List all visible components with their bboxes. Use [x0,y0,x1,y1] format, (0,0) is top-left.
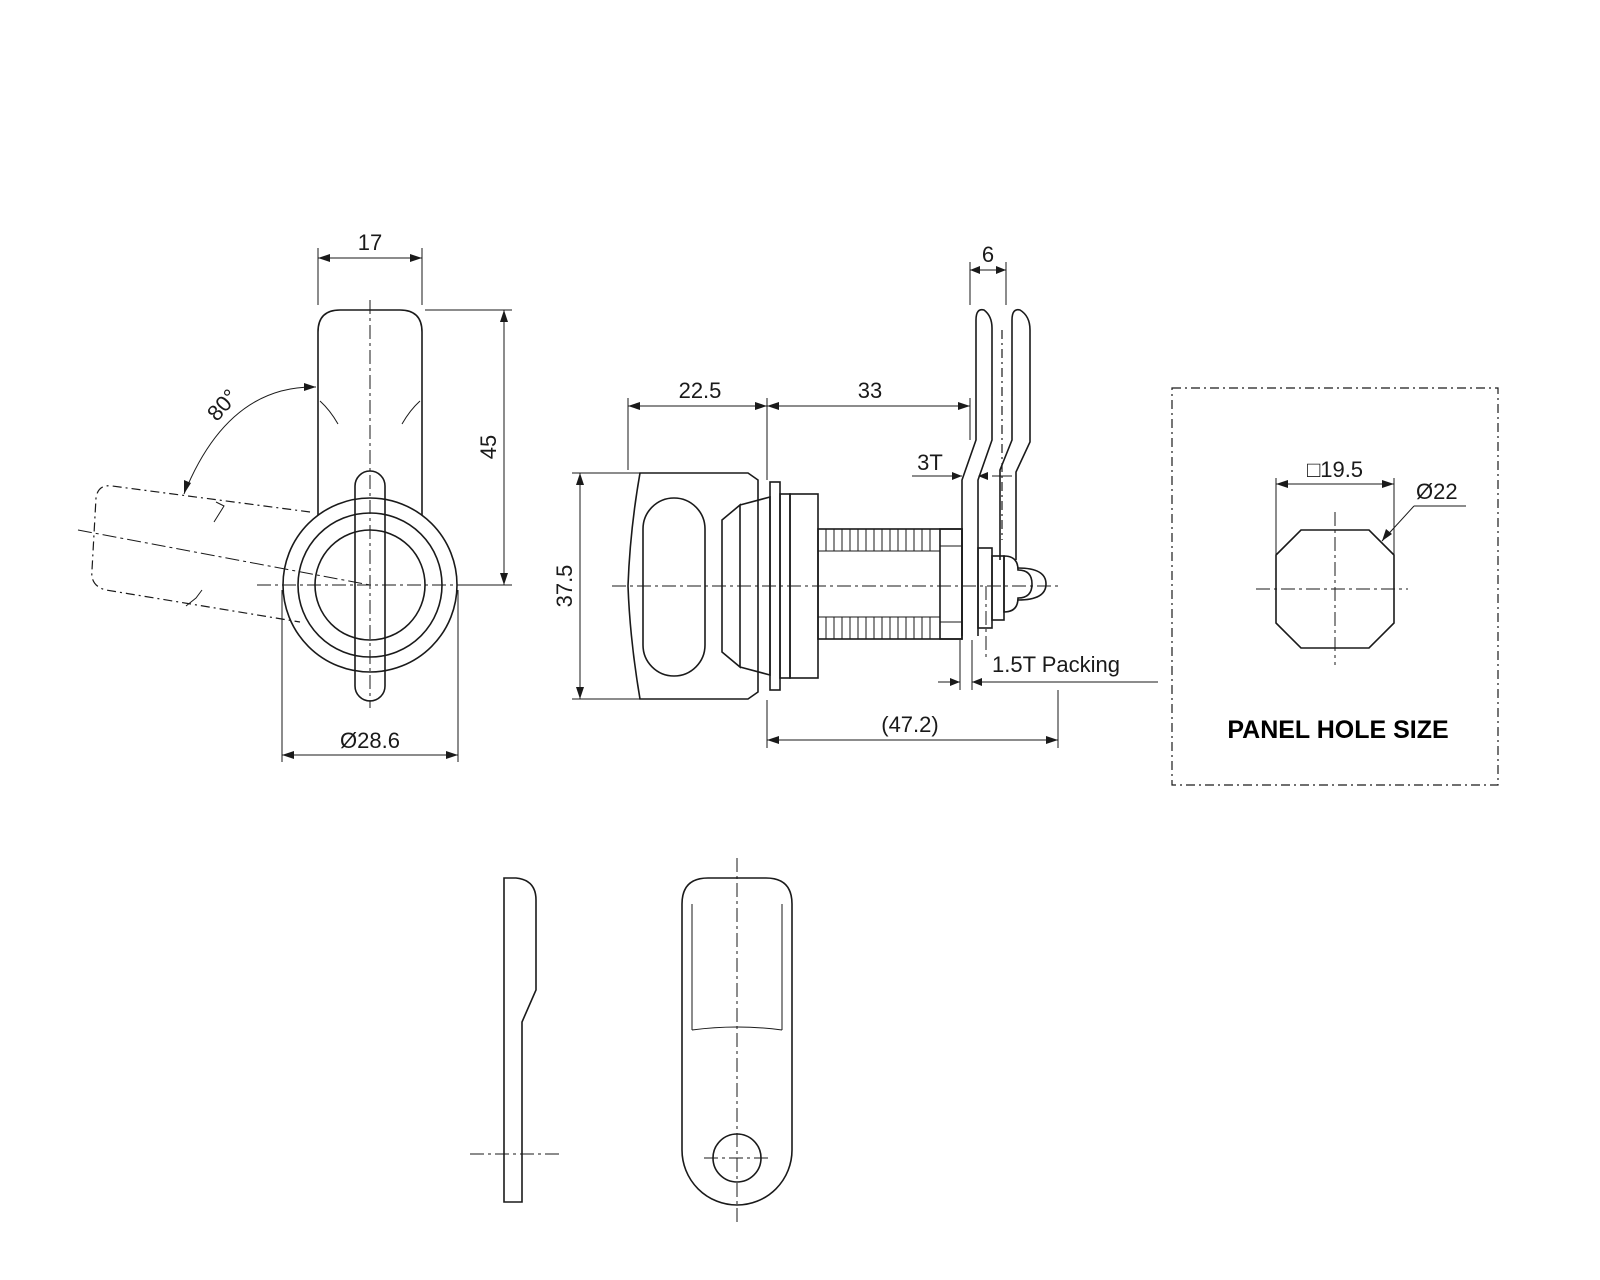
dim-square-19-5: □19.5 [1307,457,1363,482]
cam-plate-rear [999,308,1031,560]
dim-depth-22-5: 22.5 [679,378,722,403]
rotated-arm-centerline [77,529,371,586]
panel-hole-title: PANEL HOLE SIZE [1227,716,1448,744]
dim-overall-47-2: (47.2) [881,712,938,737]
arm-notch-right [401,400,421,425]
dim-angle-80: 80° [202,384,243,425]
front-view: 17 45 80° Ø28.6 [77,230,512,762]
dim-plate-3t: 3T [917,450,943,475]
screw-head [991,555,1005,621]
cam-arm-rotated [91,485,311,623]
dim-height-37-5: 37.5 [552,565,577,608]
angle-arc [183,386,317,495]
dim-width-17: 17 [358,230,382,255]
thread-marks [818,529,940,639]
rotated-arm-notch-bottom [185,589,203,607]
dim-height-45: 45 [476,435,501,459]
cap-nut [1003,555,1033,613]
dim-diameter-22: Ø22 [1416,479,1458,504]
panel-hole-detail: □19.5 Ø22 PANEL HOLE SIZE [1171,387,1499,786]
cam-side-detail [470,877,562,1203]
cam-side-profile [503,877,537,1203]
arm-notch-left [319,400,339,425]
cam-front-detail [681,858,793,1222]
dim-length-33: 33 [858,378,882,403]
cam-front-outline [681,877,793,1206]
screw-washer [977,547,993,629]
cam-plate [961,308,993,636]
rotated-arm-notch-top [213,501,225,523]
dim-diameter-28-6: Ø28.6 [340,728,400,753]
side-view: 22.5 33 6 3T 37.5 1.5T Packing [552,242,1158,748]
packing-label: 1.5T Packing [992,652,1120,677]
dim-cam-thickness-6: 6 [982,242,994,267]
head-recess [642,497,706,677]
panel-hole-outline [1275,529,1395,649]
